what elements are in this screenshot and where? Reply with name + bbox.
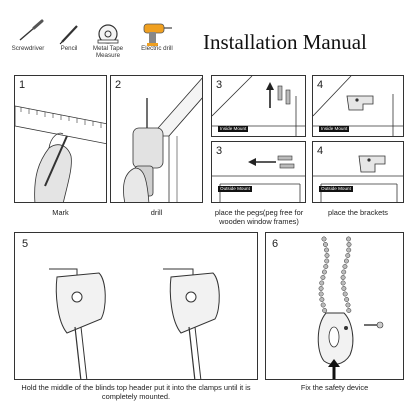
step-4-caption: place the brackets [328,208,388,217]
chain-bead [322,242,328,247]
tool-label-pencil: Pencil [60,45,78,52]
page-title: Installation Manual [203,30,367,54]
step-3-inside-tag: Inside Mount [218,126,249,132]
step-4-inside-panel: 4 Inside Mount [312,75,404,137]
chain-bead [324,253,330,258]
step-3-inside-panel: 3 Inside Mount [211,75,306,137]
step-5-number: 5 [22,238,29,250]
step-4-outside-illustration [313,155,403,202]
chain-bead [346,308,352,313]
step-6-number: 6 [272,238,279,250]
chain-bead [345,253,351,258]
step-6-panel: 6 [265,232,404,380]
chain-bead [342,291,348,297]
chain-bead [345,302,351,308]
chain-bead [318,286,324,291]
step-6-caption: Fix the safety device [300,383,369,392]
step-5-caption: Hold the middle of the blinds top header… [21,383,251,401]
tool-label-tape: Metal Tape Measure [92,45,124,59]
step-5-panel: 5 [14,232,258,380]
step-3-outside-illustration [212,155,305,202]
step-2-panel: 2 [110,75,203,203]
chain-bead [343,258,349,264]
chain-bead [340,280,346,286]
step-3-caption: place the pegs(peg free for wooden windo… [214,208,304,226]
chain-bead [318,291,324,297]
chain-bead [340,275,346,280]
step-3-lower-number: 3 [216,145,223,157]
step-4-inside-tag: Inside Mount [319,126,350,132]
chain-bead [342,264,348,269]
chain-bead [319,297,325,302]
step-3-number: 3 [216,79,223,91]
step-2-number: 2 [115,79,122,91]
chain-bead [319,280,325,286]
step-3-outside-panel: 3 Outside Mount [211,141,306,203]
step-6-illustration [317,236,384,379]
chain-bead [344,297,350,302]
step-2-illustration [123,77,202,202]
step-4-outside-panel: 4 Outside Mount [312,141,404,203]
step-4-outside-tag: Outside Mount [319,186,353,192]
step-1-number: 1 [19,79,26,91]
step-1-illustration [15,105,106,202]
chain-bead [346,236,351,242]
chain-bead [324,258,330,264]
chain-bead [322,308,328,313]
step-5-illustration [49,268,220,379]
chain-bead [320,275,326,280]
step-3-outside-tag: Outside Mount [218,186,252,192]
step-2-caption: drill [150,208,163,217]
chain-bead [341,269,347,275]
chain-bead [341,286,347,291]
step-4-inside-illustration [313,76,403,136]
tool-label-screwdriver: Screwdriver [11,45,45,52]
tool-label-drill: Electric drill [141,45,173,52]
step-3-inside-illustration [212,76,305,136]
chain-bead [321,236,327,242]
chain-bead [346,247,352,253]
chain-bead [346,242,352,247]
chain-bead [321,269,327,275]
chain-bead [320,302,326,308]
step-4-number: 4 [317,79,324,91]
chain-bead [324,247,329,253]
step-1-caption: Mark [52,208,69,217]
step-4-lower-number: 4 [317,145,324,157]
chain-bead [323,264,329,269]
step-1-panel: 1 [14,75,107,203]
